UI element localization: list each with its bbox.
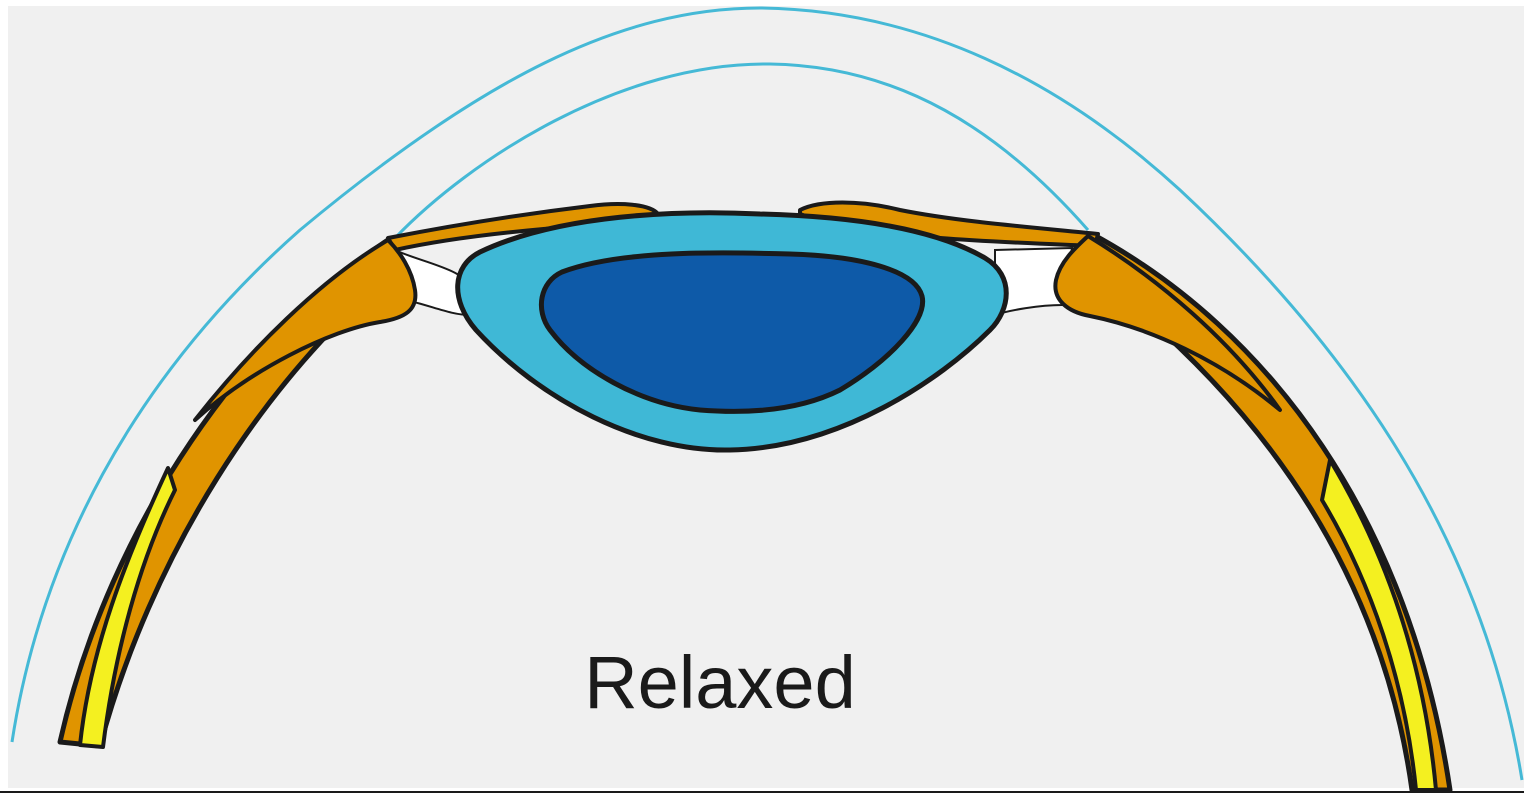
- state-label: Relaxed: [584, 641, 856, 724]
